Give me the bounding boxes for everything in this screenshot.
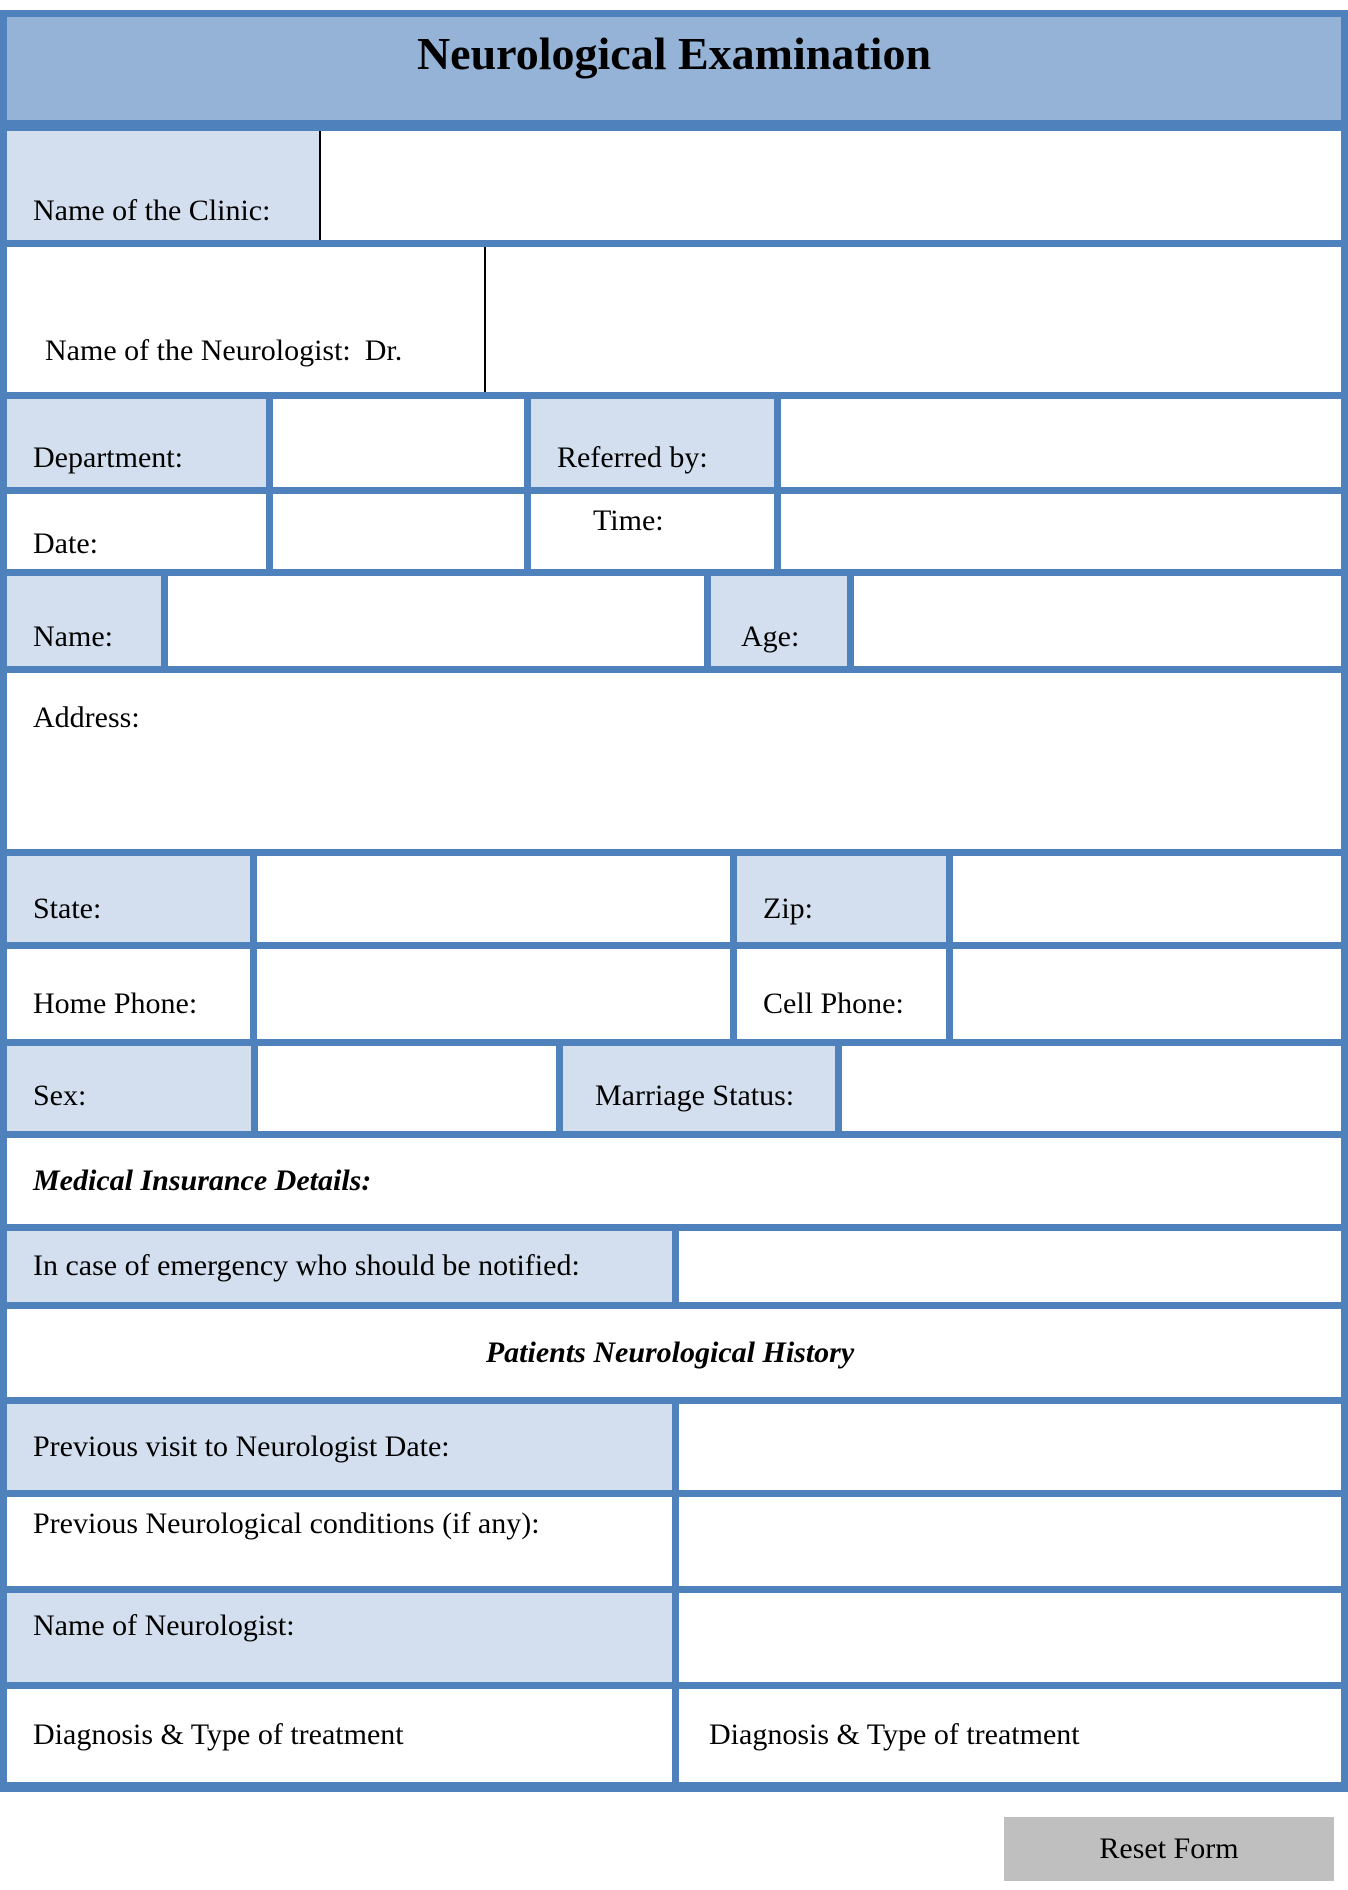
clinic-label: Name of the Clinic: — [7, 131, 321, 240]
neurologist-prefix: Dr. — [364, 333, 403, 367]
insurance-heading: Medical Insurance Details: — [33, 1163, 372, 1197]
cell-phone-input[interactable] — [953, 949, 1341, 1039]
referred-by-label: Referred by: — [531, 399, 781, 487]
row-address: Address: — [7, 673, 1341, 856]
diagnosis-left-label: Diagnosis & Type of treatment — [33, 1718, 404, 1752]
previous-conditions-label: Previous Neurological conditions (if any… — [7, 1497, 679, 1586]
neurologist-name-input[interactable] — [679, 1593, 1341, 1682]
cell-phone-label: Cell Phone: — [737, 949, 953, 1039]
form-header: Neurological Examination — [7, 17, 1341, 131]
row-date-time: Date: Time: — [7, 494, 1341, 576]
state-label: State: — [7, 856, 257, 942]
time-input[interactable] — [781, 494, 1341, 569]
address-field[interactable]: Address: — [7, 673, 1341, 849]
row-neurologist: Name of the Neurologist:Dr. — [7, 247, 1341, 399]
insurance-field[interactable]: Medical Insurance Details: — [7, 1138, 1341, 1224]
sex-input[interactable] — [258, 1046, 563, 1131]
referred-by-input[interactable] — [781, 399, 1341, 487]
name-label: Name: — [7, 576, 168, 666]
reset-form-button[interactable]: Reset Form — [1004, 1817, 1334, 1881]
row-previous-visit: Previous visit to Neurologist Date: — [7, 1404, 1341, 1497]
date-label: Date: — [7, 494, 273, 569]
zip-input[interactable] — [953, 856, 1341, 942]
history-heading-cell: Patients Neurological History — [7, 1309, 1341, 1397]
neurologist-label: Name of the Neurologist:Dr. — [7, 247, 486, 392]
previous-conditions-input[interactable] — [679, 1497, 1341, 1586]
home-phone-label: Home Phone: — [7, 949, 257, 1039]
diagnosis-right-label: Diagnosis & Type of treatment — [709, 1718, 1080, 1752]
previous-visit-input[interactable] — [679, 1404, 1341, 1490]
row-emergency: In case of emergency who should be notif… — [7, 1231, 1341, 1309]
address-label: Address: — [33, 701, 140, 734]
sex-label: Sex: — [7, 1046, 258, 1131]
row-diagnosis: Diagnosis & Type of treatment Diagnosis … — [7, 1689, 1341, 1792]
marriage-status-input[interactable] — [842, 1046, 1341, 1131]
emergency-label: In case of emergency who should be notif… — [7, 1231, 679, 1302]
row-state-zip: State: Zip: — [7, 856, 1341, 949]
row-insurance: Medical Insurance Details: — [7, 1138, 1341, 1231]
age-input[interactable] — [854, 576, 1341, 666]
diagnosis-left-field[interactable]: Diagnosis & Type of treatment — [7, 1689, 679, 1782]
row-previous-conditions: Previous Neurological conditions (if any… — [7, 1497, 1341, 1593]
time-label: Time: — [531, 494, 781, 569]
emergency-input[interactable] — [679, 1231, 1341, 1302]
diagnosis-right-field[interactable]: Diagnosis & Type of treatment — [679, 1689, 1341, 1782]
marriage-status-label: Marriage Status: — [563, 1046, 842, 1131]
neurologist-input[interactable] — [486, 247, 1341, 392]
clinic-input[interactable] — [321, 131, 1341, 240]
row-phones: Home Phone: Cell Phone: — [7, 949, 1341, 1046]
date-input[interactable] — [273, 494, 531, 569]
row-clinic: Name of the Clinic: — [7, 131, 1341, 247]
row-neurologist-name: Name of Neurologist: — [7, 1593, 1341, 1689]
reset-form-label: Reset Form — [1099, 1832, 1239, 1865]
department-input[interactable] — [273, 399, 531, 487]
page-title: Neurological Examination — [416, 28, 932, 79]
row-department: Department: Referred by: — [7, 399, 1341, 494]
neurologist-name-label: Name of Neurologist: — [7, 1593, 679, 1682]
row-name-age: Name: Age: — [7, 576, 1341, 673]
age-label: Age: — [711, 576, 854, 666]
state-input[interactable] — [257, 856, 737, 942]
patients-neurological-history-heading: Patients Neurological History — [485, 1335, 855, 1369]
department-label: Department: — [7, 399, 273, 487]
previous-visit-label: Previous visit to Neurologist Date: — [7, 1404, 679, 1490]
home-phone-input[interactable] — [257, 949, 737, 1039]
row-history-heading: Patients Neurological History — [7, 1309, 1341, 1404]
row-sex-marriage: Sex: Marriage Status: — [7, 1046, 1341, 1138]
zip-label: Zip: — [737, 856, 953, 942]
name-input[interactable] — [168, 576, 711, 666]
form-table: Neurological Examination Name of the Cli… — [0, 10, 1348, 1792]
